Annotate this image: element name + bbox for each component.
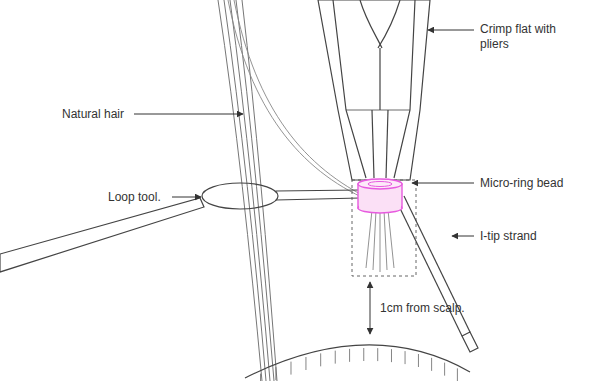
leader-lines	[134, 30, 474, 334]
scalp-tick	[377, 348, 378, 361]
scalp-line	[245, 345, 470, 378]
micro-ring-bead	[358, 179, 402, 213]
leader-line	[412, 183, 474, 184]
scalp-tick	[431, 358, 432, 371]
scalp-tick	[305, 357, 306, 370]
leader-line	[428, 30, 474, 31]
scalp-tick	[260, 374, 261, 381]
part-label: Micro-ring bead	[480, 176, 600, 191]
leader-line	[134, 114, 243, 115]
scalp-tick	[457, 368, 458, 381]
scalp-tick	[444, 363, 445, 376]
dimension-arrow	[370, 282, 371, 334]
part-label: Crimp flat with pliers	[480, 22, 560, 52]
leader-line	[172, 197, 201, 198]
scalp-tick	[418, 354, 419, 367]
dashed-region	[352, 180, 416, 276]
scalp-tick	[391, 349, 392, 362]
leader-line	[452, 236, 474, 237]
scalp-tick	[405, 351, 406, 364]
scalp-ticks	[261, 348, 458, 381]
scalp-tick	[275, 367, 276, 380]
part-label: 1cm from scalp.	[380, 301, 500, 316]
scalp-tick	[349, 349, 350, 362]
part-label: Loop tool.	[108, 190, 170, 205]
scalp-tick	[290, 362, 291, 375]
scalp-tick	[363, 348, 364, 361]
i-tip-strand	[396, 196, 478, 352]
part-label: I-tip strand	[480, 229, 590, 244]
scalp-tick	[335, 351, 336, 364]
pliers	[318, 0, 430, 180]
hair-tuft	[366, 210, 394, 272]
part-label: Natural hair	[62, 107, 132, 122]
loop-tool	[0, 183, 360, 272]
scalp-tick	[320, 353, 321, 366]
